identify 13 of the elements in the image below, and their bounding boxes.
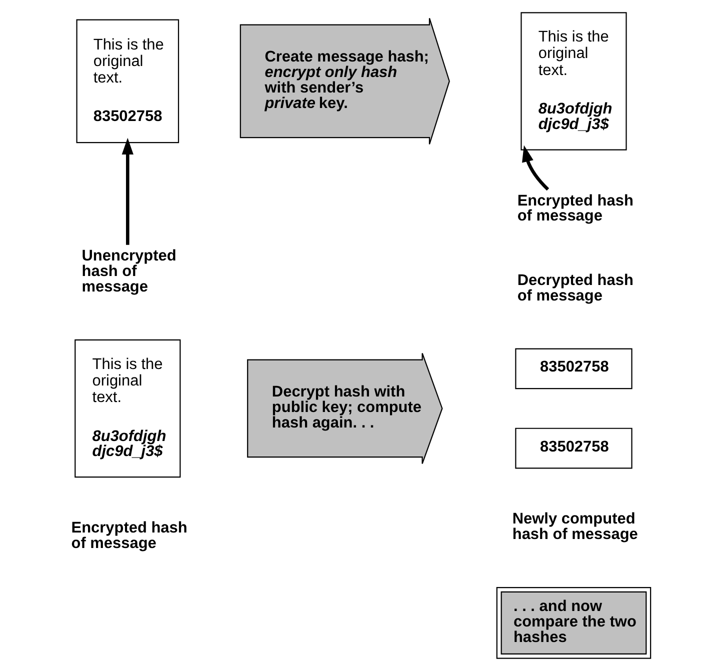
node-label: Decrypted hash of message [517, 272, 634, 304]
arrow [522, 145, 550, 191]
node-box: This is the original text. 83502758 [76, 19, 180, 144]
node-text: Unencrypted hash of message [82, 248, 176, 296]
node-label: Newly computed hash of message [512, 510, 638, 544]
node-box: This is the original text. 8u3ofdjgh djc9d_j3$ [520, 12, 627, 150]
node-box: . . . and now compare the two hashes [496, 587, 652, 659]
node-box: This is the original text. 8u3ofdjgh djc9d_j3$ [74, 339, 181, 478]
arrow [122, 138, 134, 245]
node-text: Encrypted hash of message [517, 192, 634, 225]
node-box: 83502758 [515, 428, 632, 469]
node-label: Encrypted hash of message [71, 520, 188, 552]
node-box: 83502758 [515, 348, 632, 390]
